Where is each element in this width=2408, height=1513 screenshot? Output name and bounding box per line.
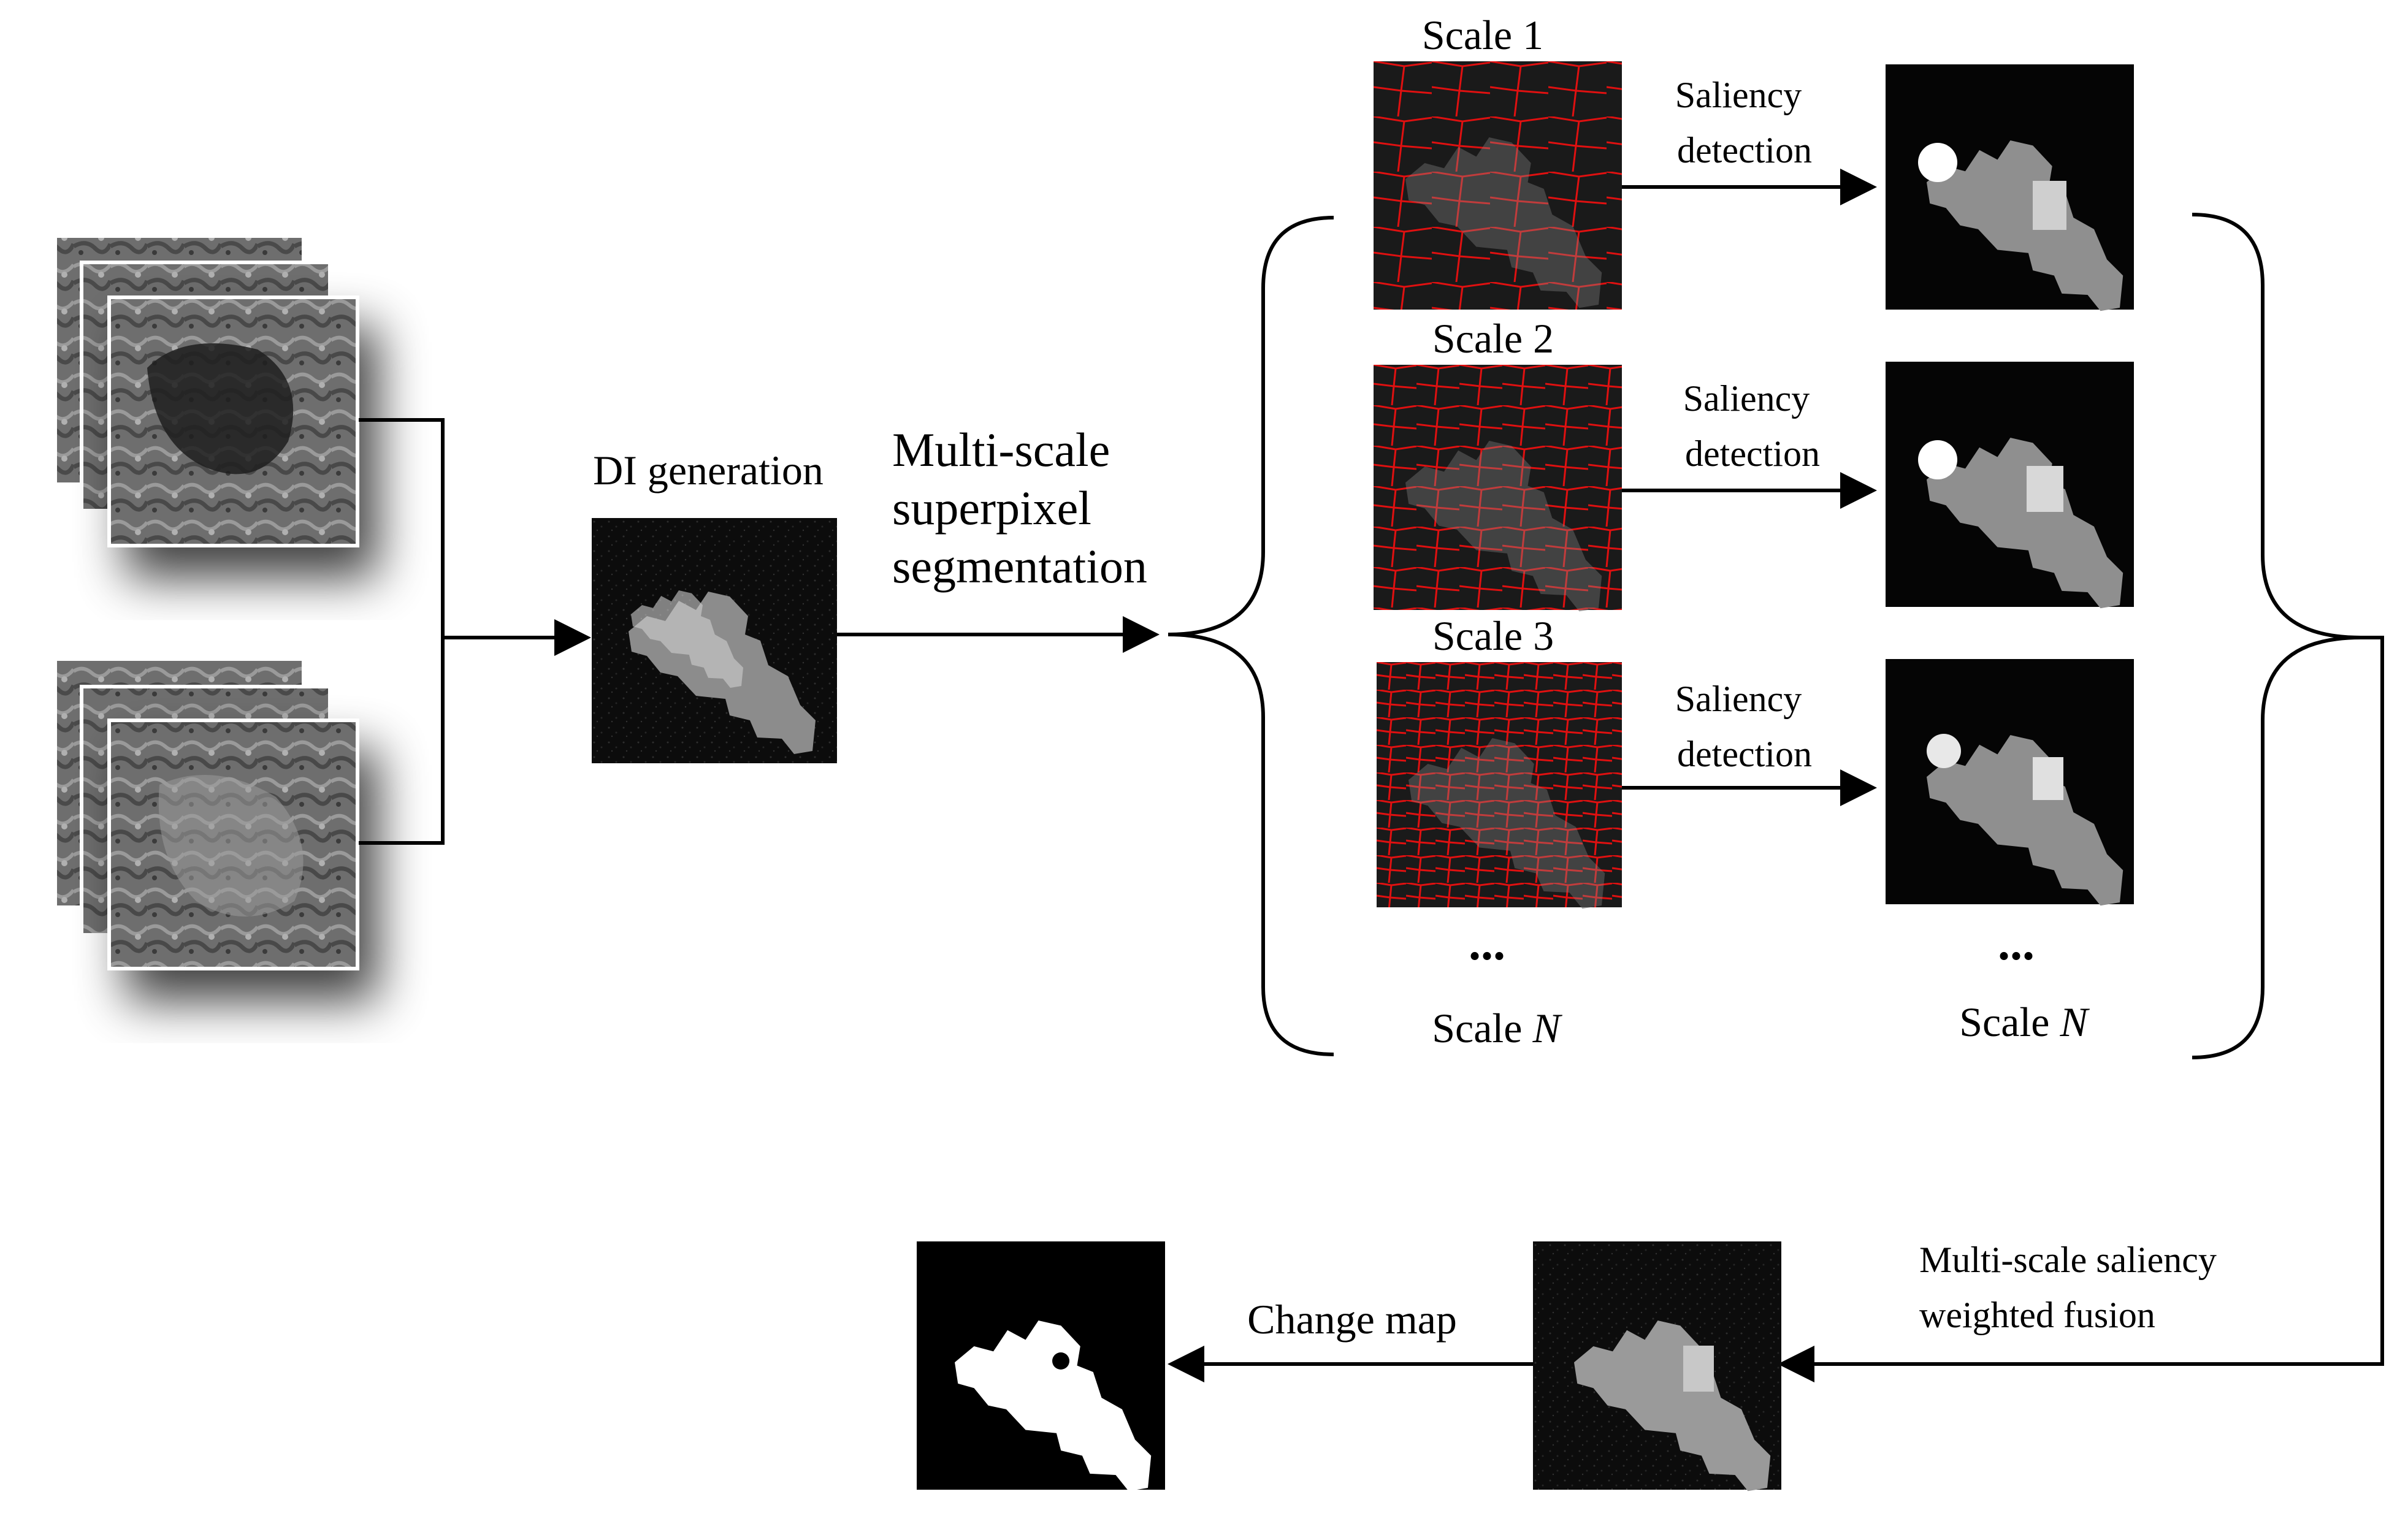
scale-n-left-label: Scale N [1432,1005,1562,1051]
change-map-image [917,1241,1165,1492]
saliency-detection-label-2: Saliency detection [1683,378,1820,474]
saliency-map-1 [1886,64,2134,311]
fused-saliency-map [1533,1241,1781,1492]
fusion-label-line1: Multi-scale saliency [1919,1240,2217,1280]
left-curly-brace [1168,216,1334,1056]
change-map-label: Change map [1247,1296,1457,1343]
saliency-3-line2: detection [1677,734,1812,774]
saliency-2-line2: detection [1685,433,1820,474]
segmentation-label-line1: Multi-scale [892,423,1110,476]
segmentation-label-line3: segmentation [892,539,1147,593]
di-generation-label: DI generation [593,447,824,494]
fusion-connector [1778,636,2384,1382]
saliency-map-2 [1886,362,2134,609]
right-curly-brace [2192,213,2361,1059]
segmentation-label: Multi-scale superpixel segmentation [892,423,1147,593]
saliency-1-line2: detection [1677,130,1812,170]
scale-n-right-label: Scale N [1959,999,2090,1045]
scale-3-superpixel-image [1377,662,1622,909]
scale-1-superpixel-image [1374,61,1622,310]
input-image-stack-t2 [53,657,359,970]
saliency-detection-label-1: Saliency detection [1675,75,1812,170]
segmentation-label-line2: superpixel [892,481,1091,535]
saliency-3-line1: Saliency [1675,679,1802,719]
difference-image [592,518,837,763]
input-join-connector [359,418,591,845]
saliency-map-3 [1886,659,2134,906]
input-image-stack-t1 [53,234,359,547]
scale-2-superpixel-image [1374,365,1622,612]
ellipsis-left: ... [1469,917,1505,970]
saliency-2-line1: Saliency [1683,378,1810,419]
scale-2-label: Scale 2 [1432,315,1554,362]
scale-3-label: Scale 3 [1432,612,1554,659]
fusion-label: Multi-scale saliency weighted fusion [1919,1240,2217,1335]
fusion-label-line2: weighted fusion [1919,1295,2155,1335]
scale-1-label: Scale 1 [1422,12,1543,58]
saliency-detection-label-3: Saliency detection [1675,679,1812,774]
saliency-1-line1: Saliency [1675,75,1802,115]
ellipsis-right: ... [1998,917,2035,970]
